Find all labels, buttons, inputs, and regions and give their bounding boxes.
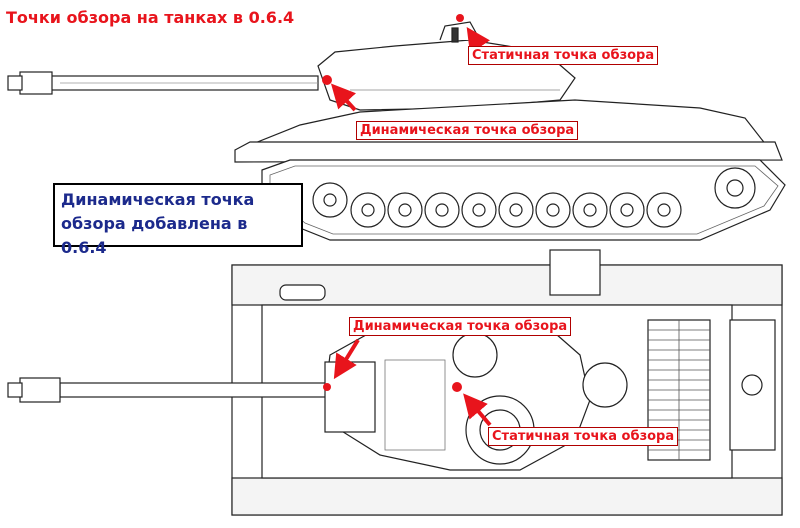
top-dynamic-label: Динамическая точка обзора xyxy=(349,317,572,336)
side-dynamic-label: Динамическая точка обзора xyxy=(356,121,579,140)
note-box: Динамическая точка обзора добавлена в 0.… xyxy=(53,183,303,257)
page-title: Точки обзора на танках в 0.6.4 xyxy=(6,8,295,27)
top-static-point xyxy=(452,382,492,427)
note-line-2: обзора добавлена в 0.6.4 xyxy=(61,214,248,257)
side-dynamic-point xyxy=(322,75,357,112)
note-line-1: Динамическая точка xyxy=(61,190,255,209)
top-dynamic-point xyxy=(323,338,360,391)
top-view-tank xyxy=(7,249,783,516)
top-static-label: Статичная точка обзора xyxy=(488,427,679,446)
side-static-label: Статичная точка обзора xyxy=(468,46,659,65)
side-static-point xyxy=(456,14,490,54)
